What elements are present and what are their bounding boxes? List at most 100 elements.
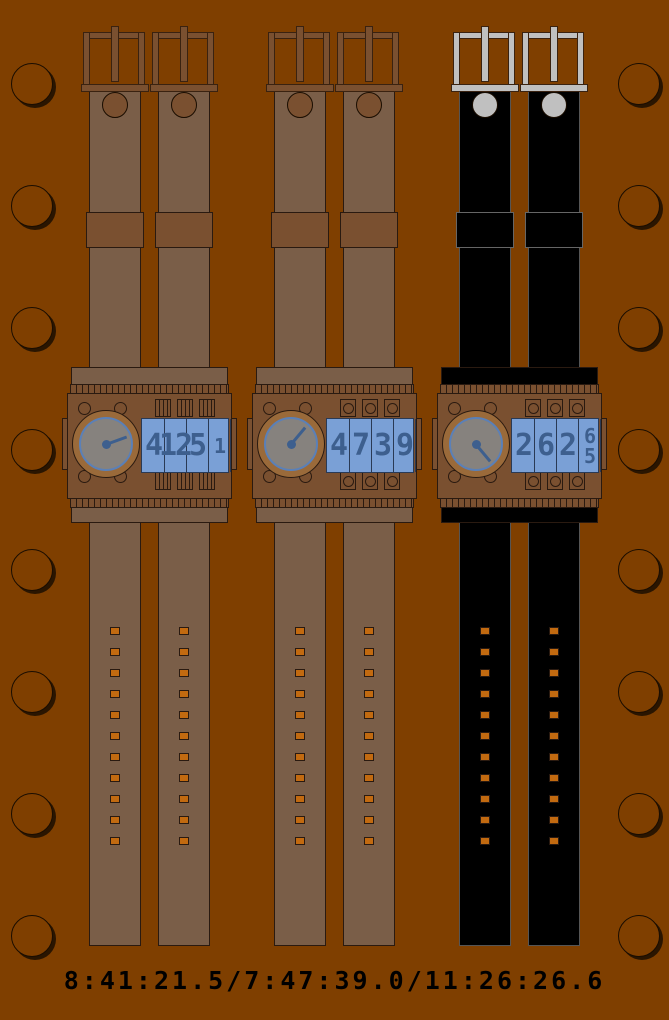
lcd-digit-text: 2 [514,428,533,463]
buckle-side [83,32,90,88]
dial-center [287,440,296,449]
strap-hole [179,816,189,824]
lcd-digit-text: 9 [395,428,414,463]
round-knob [384,472,400,490]
lcd-digit-text: 6 [583,423,596,448]
strap-pin-circle [541,92,567,118]
side-hole [11,63,53,105]
lcd-digit: 9 [393,419,416,472]
lcd-digit: 1 [208,419,231,472]
buckle-side [337,32,344,88]
case-side-button [247,418,253,470]
lcd-digit-text: 4 [329,428,348,463]
buckle-side [268,32,275,88]
strap-hole [549,711,559,719]
strap-hole [549,669,559,677]
dial-face [79,417,133,471]
grille-vent [177,472,193,490]
strap-hole [295,648,305,656]
knob-circle [572,476,583,487]
strap-hole [179,690,189,698]
lcd-digit-text: 6 [536,428,555,463]
strap-hole [110,627,120,635]
strap-hole [295,837,305,845]
grille-vent [199,472,215,490]
strap-hole [179,711,189,719]
strap-hole [549,690,559,698]
strap-hole [364,732,374,740]
knob-circle [528,476,539,487]
strap-hole [480,711,490,719]
knob-circle [572,403,583,414]
strap-keeper [155,212,213,248]
strap-hole [295,627,305,635]
knob-circle [365,403,376,414]
lcd-digit: 2 [512,419,535,472]
lcd-digit-text: 12 [158,428,193,463]
strap-hole [480,774,490,782]
side-hole [11,793,53,835]
strap-keeper [271,212,329,248]
strap-hole [110,774,120,782]
buckle-tongue [365,26,373,82]
strap-hole [364,795,374,803]
round-knob [362,472,378,490]
buckle-side [577,32,584,88]
knob-circle [343,403,354,414]
strap-hole [549,648,559,656]
dial-face [449,417,503,471]
lcd-digit-text: 5 [583,443,596,468]
strap-hole [549,774,559,782]
time-readout: 8:41:21.5/7:47:39.0/11:26:26.6 [63,966,606,995]
strap-hole [364,753,374,761]
grille-vent [155,472,171,490]
buckle-tongue [296,26,304,82]
round-knob [525,399,541,417]
buckle-tongue [481,26,489,82]
screw [263,402,276,415]
strap-hole [110,732,120,740]
strap-hole [110,711,120,719]
strap-hole [364,690,374,698]
strap-hole [110,753,120,761]
buckle-tongue [180,26,188,82]
round-knob [362,399,378,417]
round-knob [569,399,585,417]
strap-hole [480,837,490,845]
buckle-side [323,32,330,88]
lcd-digit: 12 [159,419,193,472]
lcd-digit: 4 [142,419,165,472]
round-knob [547,399,563,417]
strap-hole [110,648,120,656]
dial-face [264,417,318,471]
strap-hole [295,816,305,824]
case-side-button [416,418,422,470]
round-knob [547,472,563,490]
strap-hole [295,690,305,698]
side-hole [618,185,660,227]
knob-circle [550,403,561,414]
lcd-digit-text: 1 [213,433,226,458]
strap-hole [480,669,490,677]
round-knob [384,399,400,417]
buckle-bottom-bar [81,84,149,92]
strap-hole [549,753,559,761]
knob-circle [387,476,398,487]
strap-pin-circle [287,92,313,118]
strap-hole [179,648,189,656]
strap-hole [364,669,374,677]
buckle-side [508,32,515,88]
strap-hole [179,795,189,803]
round-knob [525,472,541,490]
strap-hole [549,816,559,824]
strap-hole [480,627,490,635]
strap-hole [179,627,189,635]
lcd-digit: 4 [327,419,350,472]
buckle-tongue [111,26,119,82]
side-hole [11,671,53,713]
strap-keeper [86,212,144,248]
strap-hole [179,837,189,845]
buckle-side [152,32,159,88]
